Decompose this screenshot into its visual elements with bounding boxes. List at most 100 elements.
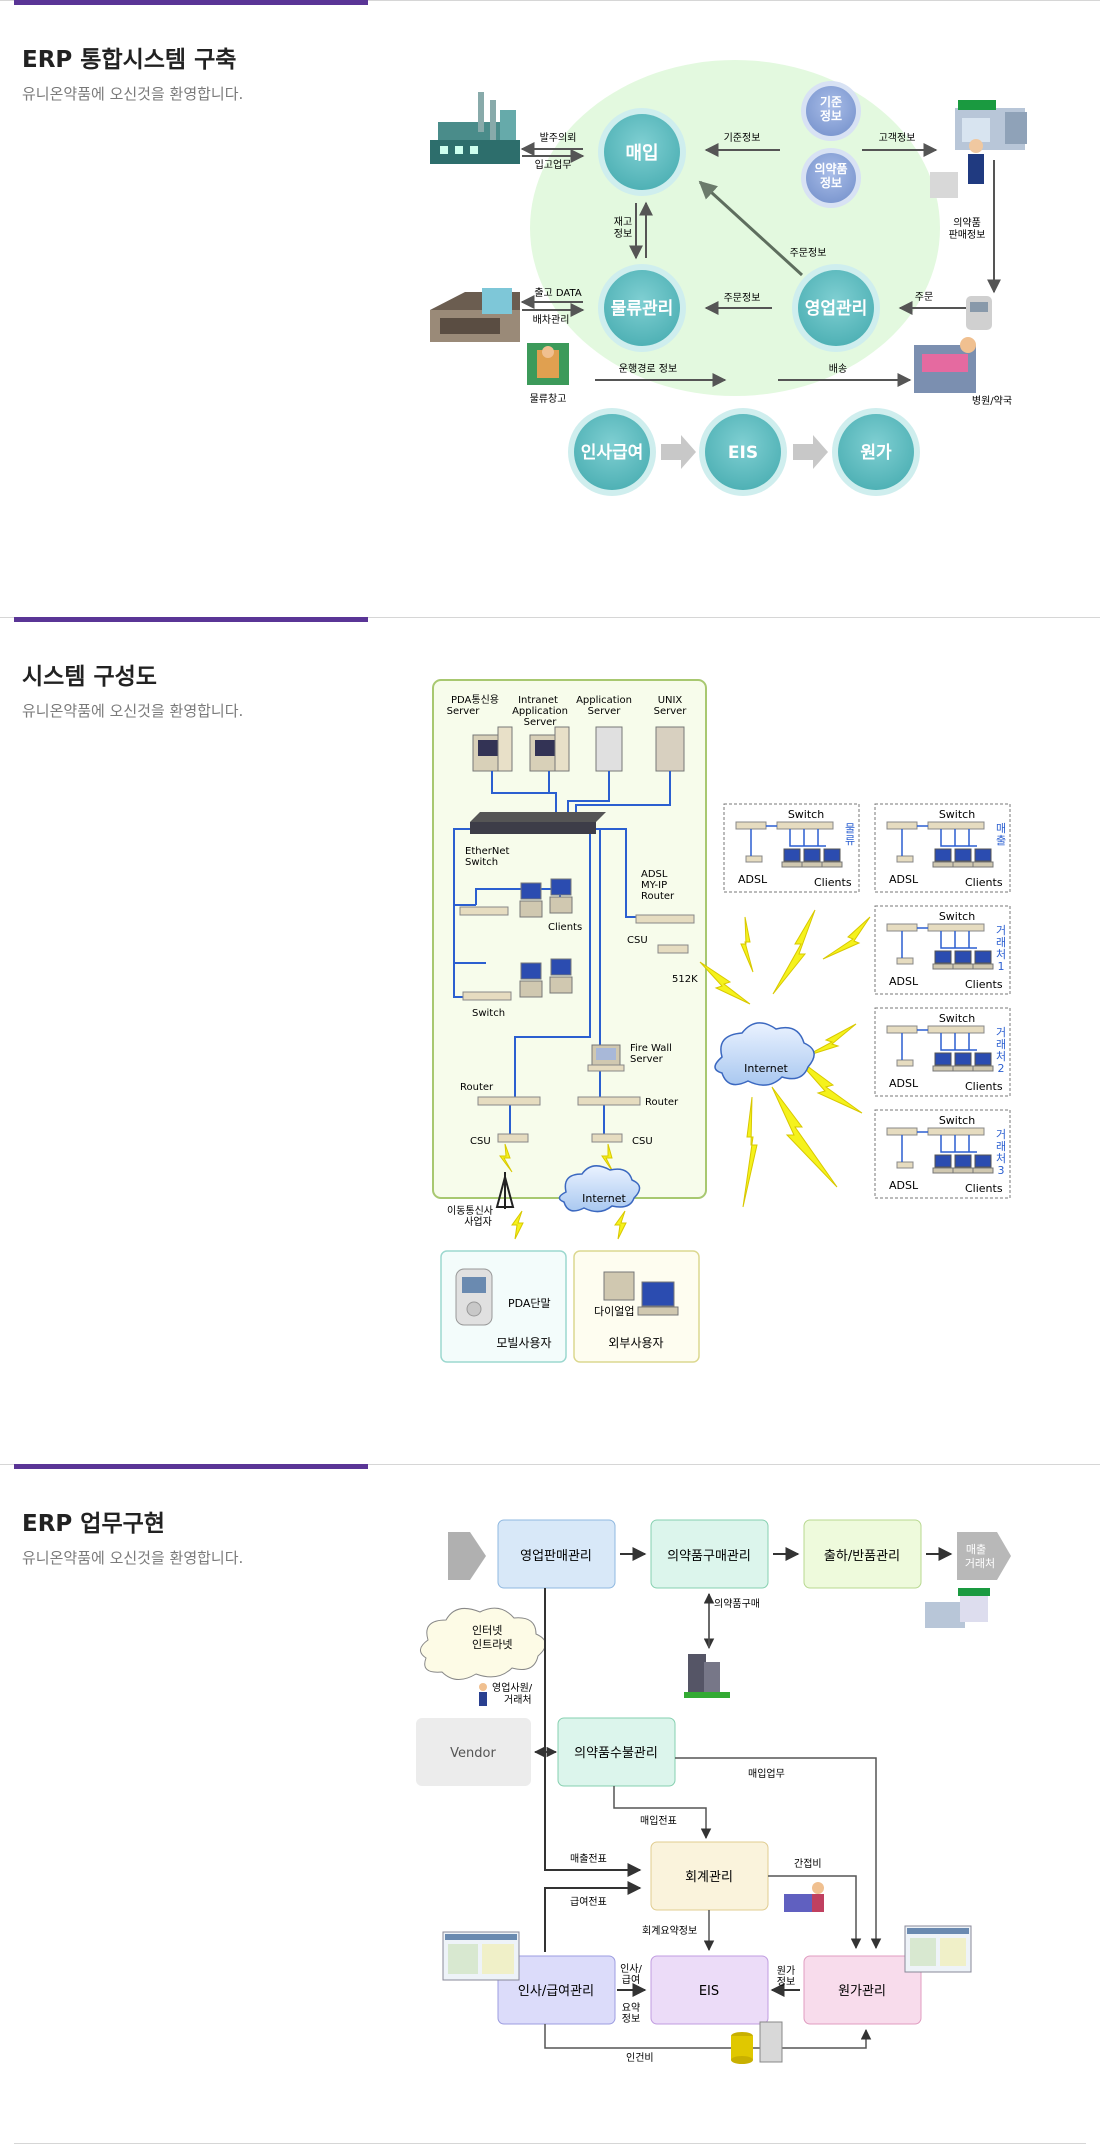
section-title: 시스템 구성도	[22, 664, 157, 690]
label-512k: 512K	[672, 974, 698, 985]
label-router-left: Router	[460, 1082, 494, 1093]
label-balju: 발주의뢰	[540, 132, 577, 144]
accent-bar	[14, 1464, 368, 1469]
site-switch-label: Switch	[939, 808, 975, 821]
label-internet-small: Internet	[582, 1192, 626, 1205]
sales-staff-icon: 영업사원/거래처	[479, 1681, 533, 1706]
divider	[0, 617, 1100, 618]
node-mulryu: 물류관리	[598, 264, 686, 352]
factory-icon	[430, 92, 520, 164]
box-vendor	[416, 1718, 531, 1786]
label-csu-3: CSU	[632, 1136, 653, 1147]
box-chulha-label: 출하/반품관리	[824, 1549, 900, 1564]
warehouse-icon	[430, 288, 520, 342]
block-arrow-1	[661, 435, 696, 469]
label-maeip-upmu: 매입업무	[748, 1767, 785, 1780]
label-clients: Clients	[548, 922, 582, 933]
site-switch-label: Switch	[939, 910, 975, 923]
store-icon	[955, 100, 1027, 150]
accountant-icon	[784, 1882, 824, 1912]
label-gogaek: 고객정보	[879, 132, 916, 144]
section-subtitle: 유니온약품에 오신것을 환영합니다.	[22, 85, 244, 103]
box-eis	[650, 1955, 769, 2025]
label-geupyeo-jeonpyo: 급여전표	[570, 1896, 607, 1908]
box-youngup-panmae	[497, 1519, 616, 1589]
label-csu-2: CSU	[470, 1136, 491, 1147]
label-jumun: 주문	[915, 291, 933, 303]
site-adsl-label: ADSL	[889, 1077, 919, 1090]
node-maeip-label: 매입	[625, 142, 658, 164]
label-switch: Switch	[472, 1008, 505, 1019]
background-blob	[530, 60, 940, 396]
site-clients-label: Clients	[965, 876, 1003, 889]
site-switch-label: Switch	[939, 1114, 975, 1127]
accent-bar	[14, 617, 368, 622]
site-clients-label: Clients	[814, 876, 852, 889]
label-mulryu-changgo: 물류창고	[530, 393, 567, 405]
box-wonga	[803, 1955, 922, 2025]
site-clients-label: Clients	[965, 1080, 1003, 1093]
label-unhaeng: 운행경로 정보	[619, 362, 677, 375]
label-csu-1: CSU	[627, 935, 648, 946]
accent-bar	[14, 0, 368, 5]
bottom-divider	[14, 2143, 1086, 2144]
site-adsl-label: ADSL	[889, 1179, 919, 1192]
dialup-pc-icon	[603, 1271, 679, 1316]
label-router-right: Router	[645, 1097, 679, 1108]
node-eis: EIS	[699, 408, 787, 496]
label-pda: PDA단말	[508, 1297, 551, 1310]
box-uiyak-gumae	[650, 1519, 769, 1589]
label-uiyak-gumae: 의약품구매	[714, 1598, 760, 1610]
divider	[0, 1464, 1100, 1465]
salesperson-icon	[930, 139, 984, 198]
node-mulryu-label: 물류관리	[611, 299, 674, 319]
node-insa: 인사급여	[568, 408, 656, 496]
label-hoegye-yoyak: 회계요약정보	[642, 1925, 697, 1937]
label-mobile-user: 모빌사용자	[496, 1336, 551, 1350]
svg-text:영업사원/거래처: 영업사원/거래처	[492, 1681, 533, 1706]
screenshot-right-icon	[904, 1925, 972, 1973]
node-youngup-label: 영업관리	[805, 299, 868, 319]
clients-group-1: Clients	[459, 878, 582, 933]
label-chulgo: 출고 DATA	[534, 287, 581, 299]
site-adsl-label: ADSL	[738, 873, 768, 886]
box-youngup-panmae-label: 영업판매관리	[520, 1549, 592, 1564]
node-wonga: 원가	[832, 408, 920, 496]
node-youngup: 영업관리	[792, 264, 880, 352]
site-clients-label: Clients	[965, 978, 1003, 991]
section-subtitle: 유니온약품에 오신것을 환영합니다.	[22, 1549, 244, 1567]
box-eis-label: EIS	[699, 1984, 719, 1999]
label-maeip-jeonpyo: 매입전표	[640, 1814, 677, 1827]
box-insa-geupyeo	[497, 1955, 616, 2025]
label-ipgo: 입고업무	[535, 158, 572, 171]
router-right: Router CSU	[577, 1096, 679, 1147]
lightning-bolts	[499, 909, 871, 1240]
label-gijun-info: 기준정보	[724, 132, 761, 144]
site-adsl-label: ADSL	[889, 873, 919, 886]
